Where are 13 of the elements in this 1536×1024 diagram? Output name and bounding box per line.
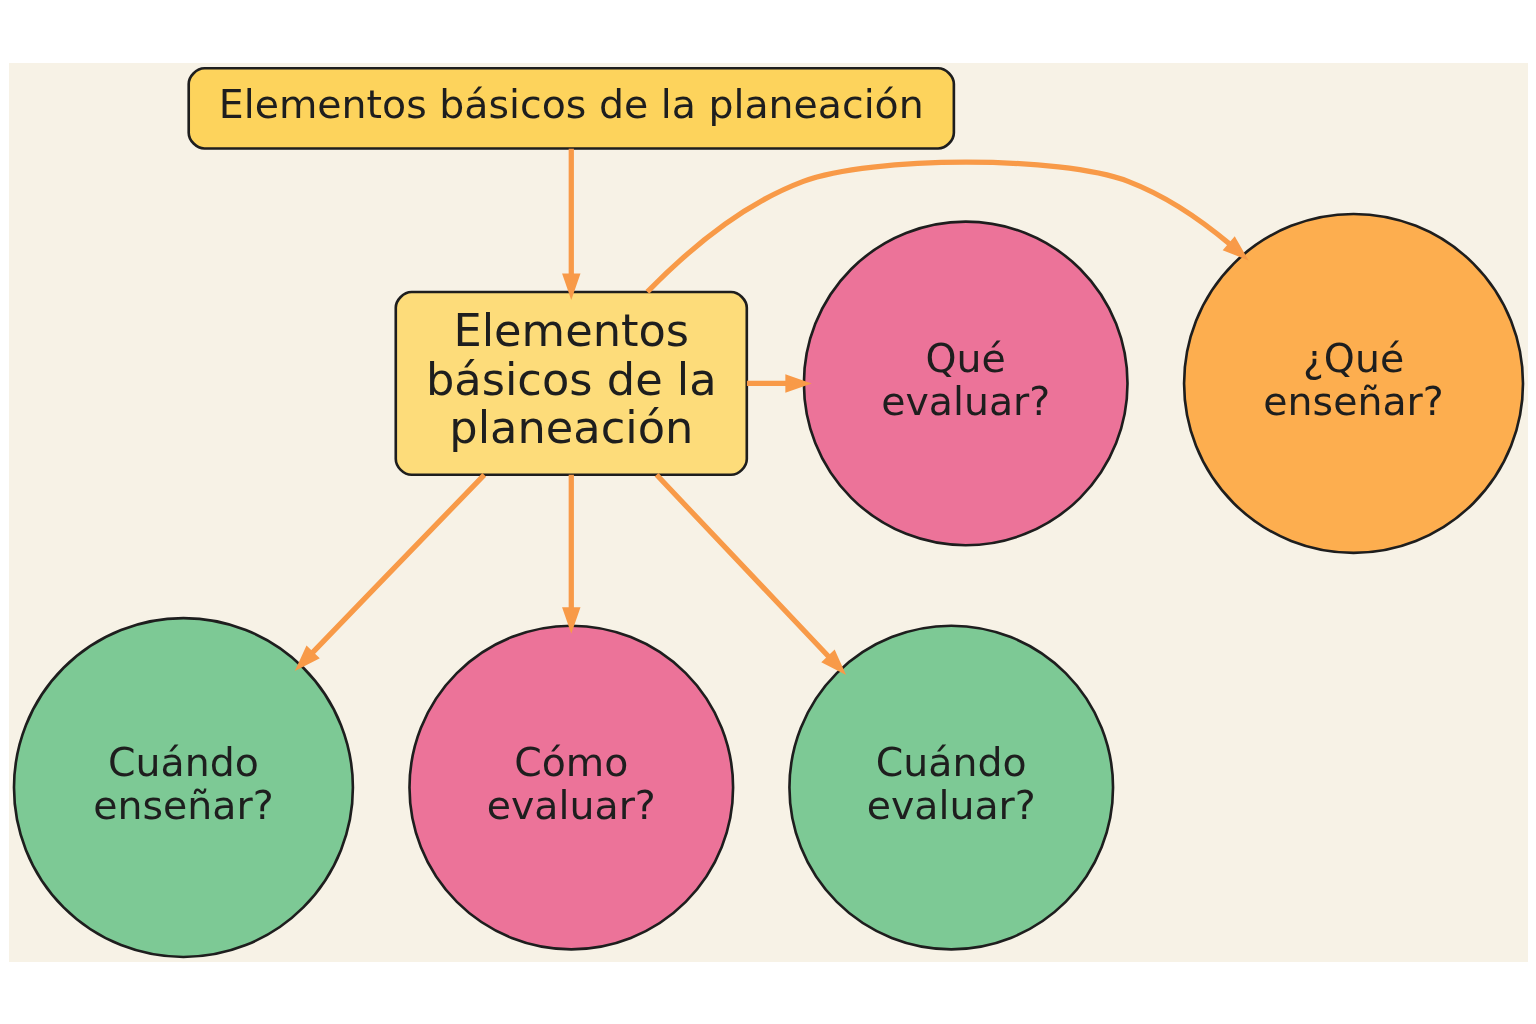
arrow xyxy=(654,472,846,675)
node-circle: ¿Qué enseñar? xyxy=(1182,212,1524,554)
node-circle: Qué evaluar? xyxy=(802,219,1129,546)
node-circle: Cuándo enseñar? xyxy=(12,616,354,958)
node-circle: Cuándo evaluar? xyxy=(787,623,1114,951)
node-box: Elementos básicos de la planeación xyxy=(186,66,955,150)
node-box: Elementos básicos de la planeación xyxy=(393,290,748,476)
arrow xyxy=(644,159,1249,294)
arrow xyxy=(561,474,580,634)
arrow xyxy=(746,373,812,393)
arrow xyxy=(561,148,580,300)
node-circle: Cómo evaluar? xyxy=(407,623,734,951)
arrow xyxy=(294,472,486,671)
